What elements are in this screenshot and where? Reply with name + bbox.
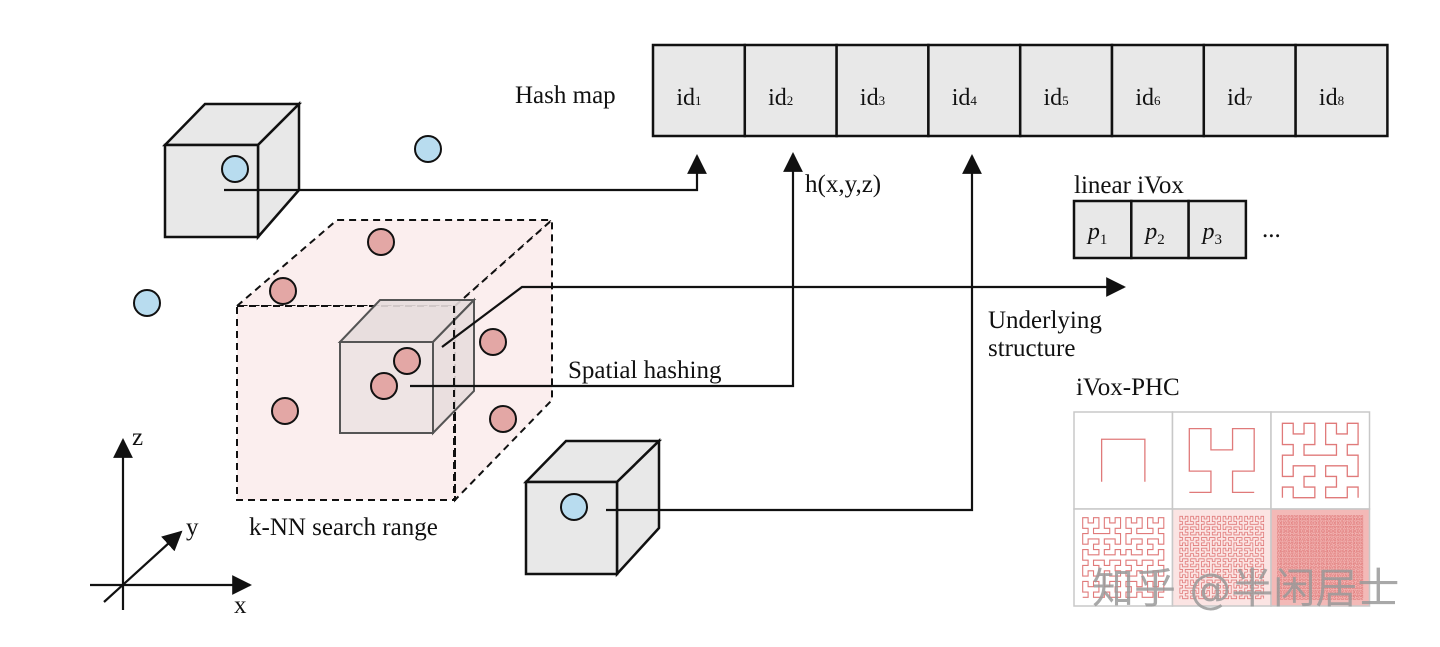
spatial-hashing-label: Spatial hashing <box>568 357 722 384</box>
arrow-to-id1 <box>224 154 707 192</box>
blue-point <box>221 155 249 183</box>
hilbert-curve-grid <box>1073 411 1371 607</box>
hash-map-cell: id8 <box>1294 43 1389 138</box>
hash-map-cell: id6 <box>1110 43 1206 138</box>
arrow-to-id4 <box>606 154 982 512</box>
ellipsis: ... <box>1262 216 1281 243</box>
hilbert-curve-path <box>1281 422 1359 499</box>
hilbert-curve-path <box>1188 427 1255 494</box>
hilbert-curve-order-6 <box>1270 508 1371 607</box>
watermark: 知乎 @半闲居士 <box>1092 564 1399 613</box>
hash-map-cell: id2 <box>743 43 838 138</box>
hilbert-curve-path <box>1277 515 1364 600</box>
linear-ivox-cell: p1 <box>1072 199 1133 260</box>
red-point <box>271 397 299 425</box>
red-point <box>367 228 395 256</box>
hash-function-label: h(x,y,z) <box>805 171 881 198</box>
coordinate-axes <box>90 438 252 610</box>
underlying-label-line2: structure <box>988 335 1075 362</box>
hilbert-curve-path <box>1100 438 1146 482</box>
y-axis <box>103 530 183 603</box>
hilbert-curve-path <box>1082 517 1165 598</box>
blue-point <box>414 135 442 163</box>
linear-ivox-label: linear iVox <box>1074 172 1184 199</box>
hash-map-cell: id7 <box>1202 43 1297 138</box>
z-axis-label: z <box>132 424 143 451</box>
voxel-cube-bottom <box>523 438 663 578</box>
hilbert-curve-path <box>1179 515 1265 600</box>
linear-ivox-cell: p2 <box>1130 199 1190 260</box>
hash-map-cell: id1 <box>651 43 747 138</box>
red-point <box>489 405 517 433</box>
hash-map-cell-label: id7 <box>1227 85 1253 111</box>
x-axis-label: x <box>234 592 247 619</box>
hilbert-curve-order-2 <box>1171 411 1272 510</box>
linear-ivox-cell: p3 <box>1187 199 1248 260</box>
hash-map-cell: id3 <box>835 43 930 138</box>
red-point <box>479 328 507 356</box>
blue-point <box>133 289 161 317</box>
hash-map-cell: id4 <box>927 43 1022 138</box>
red-point <box>269 277 297 305</box>
voxel-cube-top-left <box>162 100 303 241</box>
arrow-underlying-structure <box>441 277 1126 348</box>
neighbor-points <box>269 228 517 433</box>
y-axis-label: y <box>186 514 199 541</box>
hilbert-curve-order-1 <box>1073 411 1174 510</box>
red-point <box>393 347 421 375</box>
knn-search-range-label: k-NN search range <box>249 514 438 541</box>
hilbert-curve-order-3 <box>1270 411 1371 510</box>
red-point <box>370 372 398 400</box>
ivox-phc-label: iVox-PHC <box>1076 374 1180 401</box>
connector-arrows <box>224 152 1126 512</box>
hash-map-cell: id5 <box>1018 43 1114 138</box>
hash-map-label: Hash map <box>515 82 616 109</box>
blue-point <box>560 493 588 521</box>
arrow-spatial-hashing <box>410 152 803 388</box>
underlying-label-line1: Underlying <box>988 307 1102 334</box>
hilbert-curve-order-4 <box>1073 508 1174 607</box>
